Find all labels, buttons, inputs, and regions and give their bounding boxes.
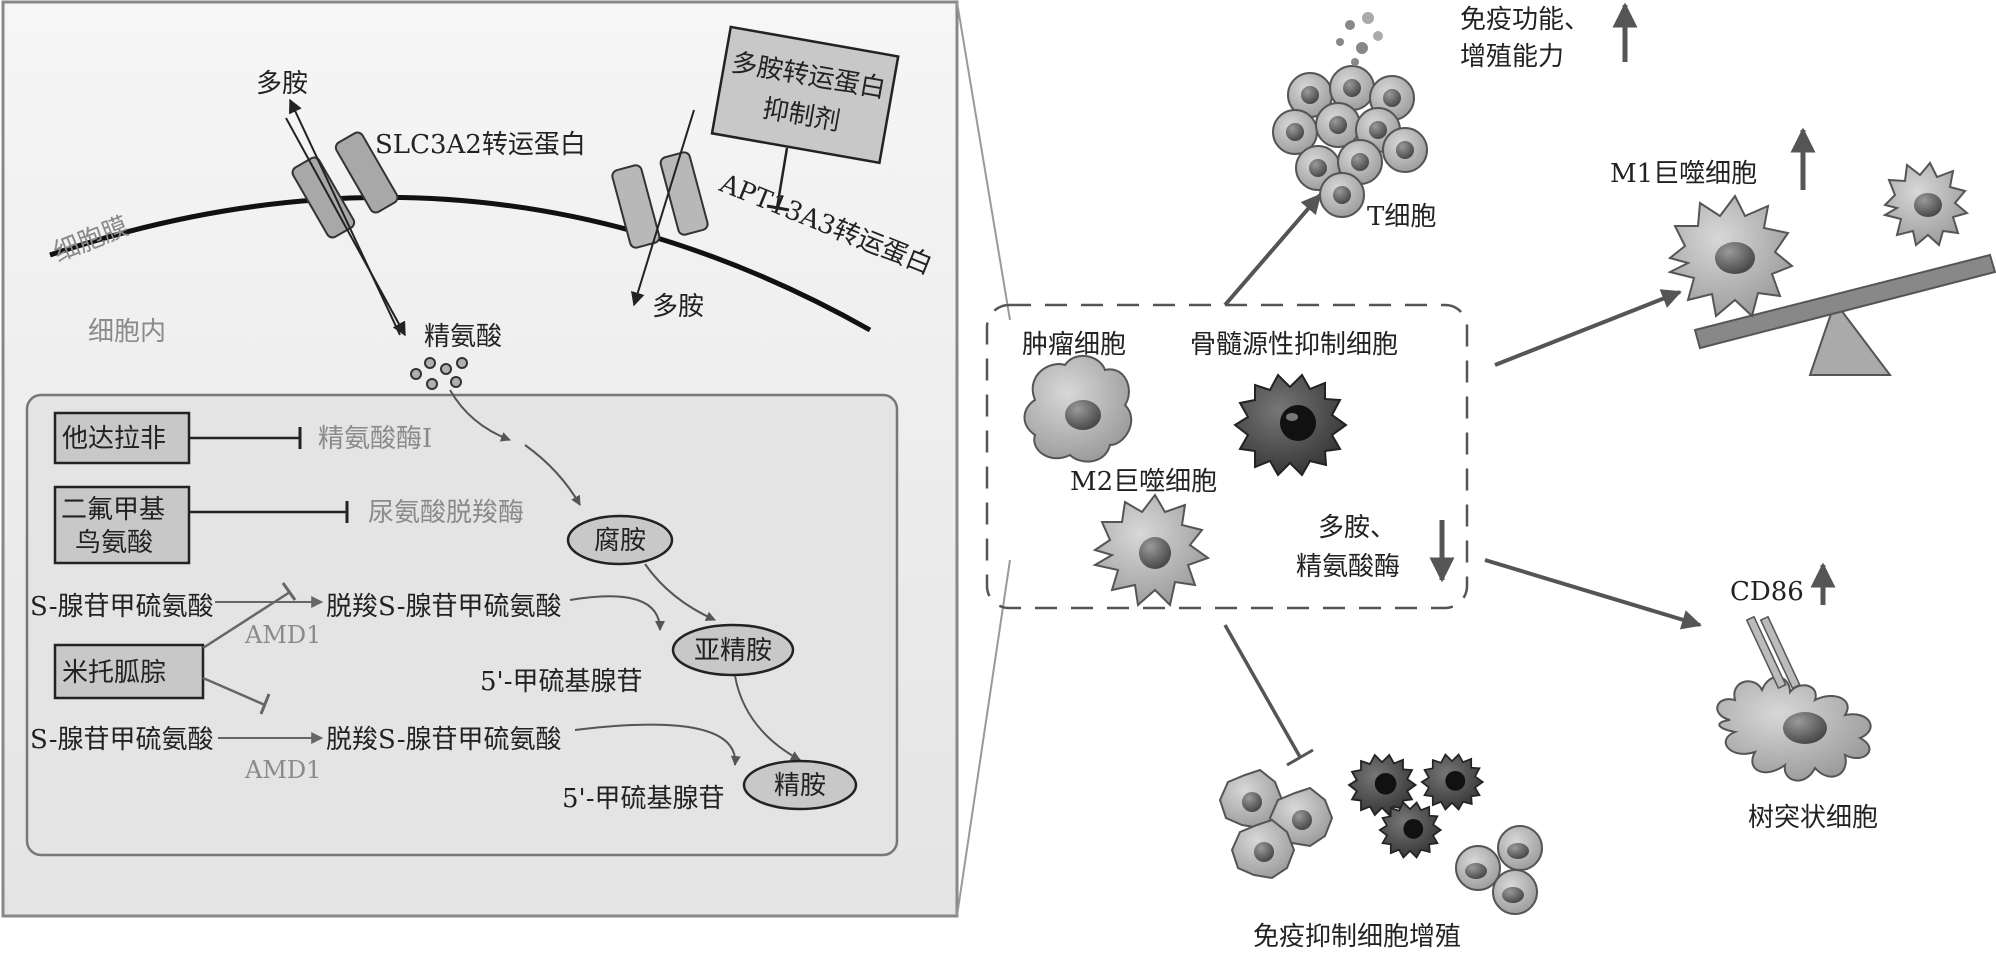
enzyme-arginase1: 精氨酸酶I xyxy=(318,424,432,454)
slc3a2-label: SLC3A2转运蛋白 xyxy=(375,130,586,160)
m1-macrophage-small xyxy=(1882,161,1970,247)
polyamine-in-label: 多胺 xyxy=(652,292,704,322)
drug-dfmo-line1: 二氟甲基 xyxy=(61,495,165,525)
suppress-label: 免疫抑制细胞增殖 xyxy=(1253,922,1461,952)
t-cell-effect-line1: 免疫功能、 xyxy=(1460,5,1590,35)
tumor-cell xyxy=(1023,355,1133,463)
slc3a2-transporter xyxy=(291,131,399,239)
mta-1: 5'-甲硫基腺苷 xyxy=(480,667,642,697)
m2-macrophage xyxy=(1092,493,1211,608)
atp13a3-transporter xyxy=(611,151,709,249)
metabolism-box xyxy=(25,393,899,857)
cytosol-label: 细胞内 xyxy=(88,317,166,347)
amd1-a: AMD1 xyxy=(244,621,321,649)
seesaw xyxy=(1693,253,1996,376)
enzyme-odc: 尿氨酸脱羧酶 xyxy=(368,498,524,528)
sam-1: S-腺苷甲硫氨酸 xyxy=(30,592,214,622)
m1-label: M1巨噬细胞 xyxy=(1610,159,1757,189)
mdsc-cell xyxy=(1233,373,1348,477)
drug-mgbg: 米托胍腙 xyxy=(62,658,166,688)
mta-2: 5'-甲硫基腺苷 xyxy=(562,784,724,814)
t-cell-effect-line2: 增殖能力 xyxy=(1460,42,1564,72)
arginine-dots xyxy=(410,357,468,390)
sam-2: S-腺苷甲硫氨酸 xyxy=(30,725,214,755)
arginine-label: 精氨酸 xyxy=(424,322,502,352)
m1-macrophage-large xyxy=(1667,194,1794,318)
tumor-cell-label: 肿瘤细胞 xyxy=(1022,330,1126,360)
t-cell-label: T细胞 xyxy=(1367,202,1436,232)
spermidine: 亚精胺 xyxy=(694,636,772,666)
polyamine-transport-inhibitor: 多胺转运蛋白 抑制剂 xyxy=(710,25,900,165)
dcsam-1: 脱羧S-腺苷甲硫氨酸 xyxy=(326,592,562,622)
m2-label: M2巨噬细胞 xyxy=(1070,467,1217,497)
polyamine-out-label: 多胺 xyxy=(256,69,308,99)
suppressed-cells xyxy=(1218,753,1543,915)
dendritic-label: 树突状细胞 xyxy=(1748,803,1878,833)
drug-tadalafil: 他达拉非 xyxy=(62,424,166,454)
putrescine: 腐胺 xyxy=(594,526,646,556)
drug-dfmo-line2: 鸟氨酸 xyxy=(75,528,153,558)
t-cell-cluster xyxy=(1272,65,1428,218)
dcsam-2: 脱羧S-腺苷甲硫氨酸 xyxy=(326,725,562,755)
polyamine-arginase-line1: 多胺、 xyxy=(1318,513,1396,543)
cytokine-dots xyxy=(1336,12,1383,66)
cd86-label: CD86 xyxy=(1730,577,1804,607)
dendritic-cell xyxy=(1716,676,1872,782)
cd86-receptor xyxy=(1745,615,1801,690)
amd1-b: AMD1 xyxy=(244,756,321,784)
cell-membrane xyxy=(49,194,872,333)
spermine: 精胺 xyxy=(774,771,826,801)
mdsc-label: 骨髓源性抑制细胞 xyxy=(1190,330,1398,360)
polyamine-arginase-line2: 精氨酸酶 xyxy=(1296,552,1400,582)
